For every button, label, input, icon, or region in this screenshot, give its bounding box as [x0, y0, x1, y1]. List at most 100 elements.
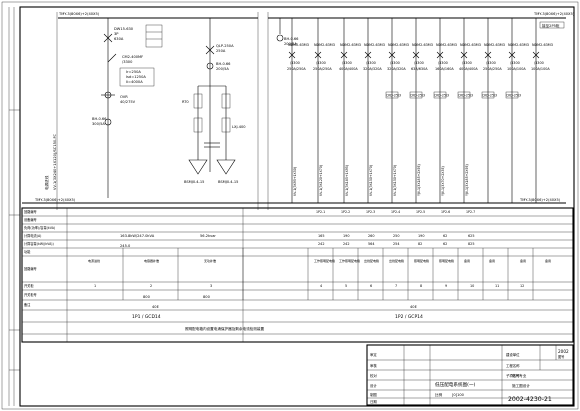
- feeder-cable-label: VV-1(3X150+1X70): [369, 165, 373, 196]
- feeder-breaker-mark: [412, 51, 420, 59]
- bus-label-right: TMY-3(80X6)+2(40X5): [533, 12, 575, 16]
- table-function-label: 电源进线: [88, 258, 100, 263]
- table-feeder-current: 62: [443, 242, 447, 246]
- feeder-breaker-rating: /3300: [534, 61, 544, 65]
- cabinet-width-left: 800: [143, 295, 151, 299]
- table-feeder-current: 564: [368, 242, 374, 246]
- feeder-cable-label: YJV-1(3X70+2X35): [441, 166, 445, 196]
- cabinet-width-right: 800: [203, 295, 211, 299]
- incoming-ct-model: BH-0.66: [92, 117, 107, 121]
- cap-branch-right-label: BSMJ0.4-15: [218, 180, 238, 184]
- incoming-meter-line1: CM2-400MF: [122, 55, 143, 59]
- title-right-cell: 工程名称: [506, 363, 520, 368]
- feeder-ct-box: [385, 91, 399, 99]
- feeder-breaker-mark: [484, 51, 492, 59]
- table-function-label: 备用: [489, 258, 495, 263]
- feeder-breaker-mark: [340, 51, 348, 59]
- feeder-first-ct-ratio: 200/5A: [284, 42, 297, 46]
- table-row-header: 备注: [24, 302, 31, 307]
- feeder-breaker-rating: /3300: [414, 61, 424, 65]
- incoming-feeder: VV-1(3X240+1X120)/SC150-FC 电源进线 DW15-630…: [44, 18, 163, 198]
- feeder-breaker-model: NDM2-63M3: [388, 43, 409, 47]
- table-function-label: 出线配电箱: [389, 258, 404, 263]
- feeder-breaker-model: NDM2-63M3: [436, 43, 457, 47]
- table-feeder-id: 1P2-6: [441, 210, 450, 214]
- table-load-value-1: 163.8kW/247.0kVA: [120, 234, 155, 238]
- incoming-breaker1-pole: 3P: [114, 32, 119, 36]
- width-left: 40E: [152, 305, 160, 309]
- main-busbar: TMY-3(80X6)+2(40X5) TMY-3(80X6)+2(40X5) …: [58, 12, 575, 29]
- table-col-number: 2: [150, 284, 152, 288]
- feeder-cable-label: YJV-1(3X185+2X95): [417, 164, 421, 196]
- table-col-number: 9: [445, 284, 447, 288]
- table-function-label: 出线配电箱: [364, 258, 379, 263]
- cabinet-name-left: 1P1 / GCD14: [132, 314, 161, 320]
- lower-bus-label-left: TMY-3(80X6)+2(40X5): [34, 198, 76, 202]
- feeder-section: BH-0.66 200/5A NDM2-63M3/3300250A/250AND…: [276, 18, 553, 203]
- drawing-code: 2002: [558, 349, 569, 354]
- feeder-ct-box: [505, 91, 519, 99]
- title-left-cell: 审定: [370, 352, 377, 357]
- table-col-number: 1: [94, 284, 96, 288]
- feeder-ct-label: CKD-25/3: [434, 94, 449, 98]
- cap-breaker-model: QLP-250A: [216, 44, 234, 48]
- table-row-header: 回路编号: [24, 266, 37, 271]
- table-feeder-id: 1P2-3: [366, 210, 375, 214]
- feeder-ct-label: CKD-25/3: [458, 94, 473, 98]
- table-feeder-current: 82: [418, 242, 422, 246]
- feeder-breaker-mark: [388, 51, 396, 59]
- feeder-breaker-mark: [508, 51, 516, 59]
- feeder-breaker-rating: /3300: [390, 61, 400, 65]
- incoming-spd-model: OVR: [120, 95, 128, 99]
- incoming-meter-line5: Ii=4000A: [126, 80, 143, 84]
- table-col-number: 10: [470, 284, 474, 288]
- lower-busbar: TMY-3(80X6)+2(40X5) TMY-3(80X6)+2(40X5): [22, 198, 566, 204]
- incoming-breaker1-model: DW15-630: [114, 27, 134, 31]
- incoming-meter-line2: /3300: [122, 60, 133, 64]
- feeder-breaker-rating: /3300: [510, 61, 520, 65]
- feeder-breaker-setting: 100A/100A: [507, 67, 526, 71]
- table-row-header: 计算电流(A): [24, 233, 41, 238]
- incoming-spd-rating: 40/275V: [120, 100, 136, 104]
- incoming-label: 电源进线: [44, 175, 49, 190]
- feeder-breaker-model: NDM2-63M3: [484, 43, 505, 47]
- table-col-number: 8: [420, 284, 422, 288]
- table-col-number: 4: [320, 284, 322, 288]
- feeder-breaker-model: NDM2-63M3: [288, 43, 309, 47]
- feeder-breaker-rating: /3300: [462, 61, 472, 65]
- table-row-header: 负荷(功率)/容量(kVA): [24, 225, 55, 230]
- title-left-cell: 制图: [370, 392, 377, 397]
- table-note: 照明配电箱内设置电涌保护器及剩余电流检测装置: [185, 326, 264, 331]
- feeder-breaker-setting: 160A/160A: [435, 67, 454, 71]
- feeder-breaker-model: NDM2-63M3: [460, 43, 481, 47]
- cap-fuse-label: RT0: [182, 100, 189, 104]
- feeder-breaker-setting: 250A/250A: [313, 67, 332, 71]
- table-feeder-id: 1P2-7: [466, 210, 475, 214]
- feeder-breaker-setting: 320A/320A: [387, 67, 406, 71]
- drawing-number: 2002-4230-21: [508, 396, 552, 403]
- feeder-ct-box: [409, 91, 423, 99]
- feeder-breaker-model: NDM2-63M3: [508, 43, 529, 47]
- title-right-value-1: 电气专业: [512, 373, 527, 378]
- table-feeder-id: 1P2-1: [316, 210, 325, 214]
- feeder-breaker-setting: 320A/320A: [363, 67, 382, 71]
- feeder-ct-box: [457, 91, 471, 99]
- bus-note: 接至2P5柜: [542, 23, 560, 28]
- feeder-breaker-rating: /3300: [316, 61, 326, 65]
- title-left-cell: 审核: [370, 363, 377, 368]
- table-feeder-current: 254: [393, 242, 399, 246]
- table-col-number: 5: [345, 284, 347, 288]
- binding-strip: [8, 7, 20, 406]
- incoming-meter-line3: Ir=250A: [126, 70, 141, 74]
- table-row-header: 功能: [24, 249, 31, 254]
- parameter-table: 回路编号设备编号负荷(功率)/容量(kVA)计算电流(A)计算容量(kW/(kV…: [21, 207, 574, 343]
- feeder-breaker-mark: [460, 51, 468, 59]
- title-left-cell: 日期: [370, 399, 377, 404]
- title-left-cell: 校对: [370, 373, 377, 378]
- feeder-cable-label: VV-1(3X95+1X50): [293, 167, 297, 196]
- table-function-short: 备用: [520, 258, 526, 263]
- feeder-cable-label: YJV-1(3X185+2X95): [465, 164, 469, 196]
- cap-ct-ratio: 200/5A: [216, 67, 229, 71]
- table-feeder-load: 250: [393, 234, 399, 238]
